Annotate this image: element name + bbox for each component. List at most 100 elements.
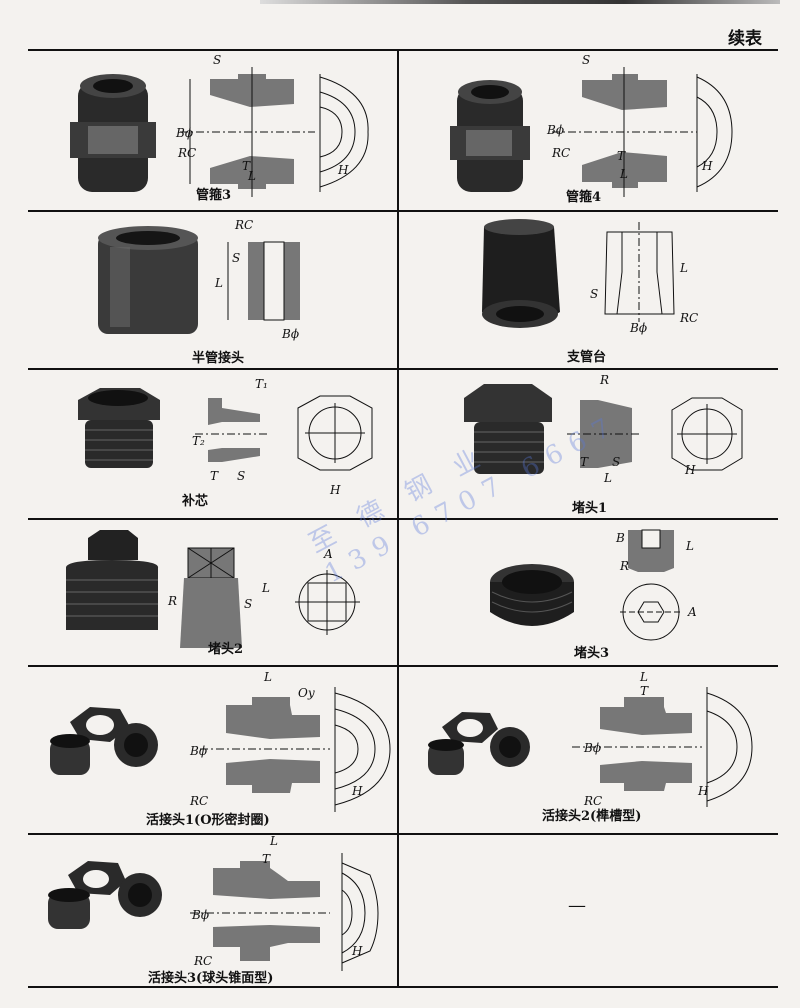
plug-1-figure: R T S L H bbox=[464, 373, 743, 485]
caption: 堵头3 bbox=[574, 646, 610, 661]
svg-text:L: L bbox=[619, 167, 628, 181]
svg-text:L: L bbox=[639, 670, 648, 684]
svg-text:Bϕ: Bϕ bbox=[175, 126, 193, 140]
svg-text:RC: RC bbox=[189, 794, 208, 808]
plug-3-photo bbox=[490, 564, 574, 626]
svg-text:L: L bbox=[261, 581, 270, 595]
svg-text:RC: RC bbox=[551, 146, 570, 160]
cell-union-2: L T Bϕ RC H 活接头2(榫槽型) bbox=[402, 667, 770, 833]
svg-text:T₂: T₂ bbox=[192, 434, 205, 448]
table-bottom-rule bbox=[28, 986, 778, 988]
caption: 堵头2 bbox=[208, 642, 244, 657]
svg-text:T: T bbox=[210, 469, 219, 483]
svg-text:Bϕ: Bϕ bbox=[546, 123, 564, 137]
svg-text:L: L bbox=[679, 261, 688, 275]
svg-text:Bϕ: Bϕ bbox=[629, 321, 647, 335]
cell-plug-2: R S L A 堵头2 bbox=[30, 520, 398, 665]
row-divider bbox=[28, 518, 778, 520]
svg-text:R: R bbox=[619, 559, 629, 573]
column-divider bbox=[397, 50, 399, 987]
union-2-drawing: L T Bϕ RC H bbox=[572, 670, 753, 808]
union-1-drawing: L Oy Bϕ RC H bbox=[189, 670, 391, 812]
caption: 支管台 bbox=[567, 350, 607, 365]
caption: 活接头3(球头锥面型) bbox=[148, 971, 274, 986]
svg-text:T: T bbox=[617, 149, 626, 163]
bushing-drawing: T₁ T₂ T S H bbox=[192, 377, 373, 497]
coupling-section-drawing: S Bϕ RC T L H bbox=[546, 53, 733, 197]
half-coupling-figure: RC S L Bϕ bbox=[98, 218, 300, 341]
half-coupling-photo bbox=[98, 226, 198, 334]
caption: 活接头1(O形密封圈) bbox=[146, 813, 270, 828]
svg-text:Bϕ: Bϕ bbox=[583, 741, 601, 755]
svg-text:L: L bbox=[269, 835, 278, 848]
svg-text:H: H bbox=[337, 163, 349, 177]
row-divider bbox=[28, 665, 778, 667]
svg-text:S: S bbox=[244, 597, 252, 611]
branch-outlet-figure: L S Bϕ RC bbox=[482, 219, 698, 335]
continued-table-label: 续表 bbox=[728, 29, 762, 49]
svg-text:Oy: Oy bbox=[298, 686, 315, 700]
svg-text:S: S bbox=[582, 53, 590, 67]
bushing-figure: T₁ T₂ T S H bbox=[78, 377, 373, 497]
svg-text:H: H bbox=[329, 483, 341, 497]
svg-text:T: T bbox=[640, 684, 649, 698]
cell-branch-outlet: L S Bϕ RC 支管台 bbox=[402, 212, 770, 368]
cell-coupling-3: S Bϕ RC T L H 管箍3 bbox=[30, 52, 398, 210]
union-2-figure: L T Bϕ RC H bbox=[428, 670, 753, 808]
svg-text:H: H bbox=[701, 159, 713, 173]
coupling-photo bbox=[450, 80, 530, 192]
branch-outlet-drawing: L S Bϕ RC bbox=[590, 222, 698, 335]
coupling-4-figure: S Bϕ RC T L H bbox=[450, 53, 733, 197]
row-divider bbox=[28, 833, 778, 835]
svg-text:RC: RC bbox=[177, 146, 196, 160]
branch-outlet-photo bbox=[482, 219, 560, 328]
cell-plug-3: B L R A 堵头3 bbox=[402, 520, 770, 665]
half-coupling-drawing: RC S L Bϕ bbox=[214, 218, 300, 341]
caption: 管箍4 bbox=[566, 190, 602, 205]
union-3-drawing: L T Bϕ RC H bbox=[190, 834, 379, 971]
bushing-photo bbox=[78, 388, 160, 468]
plug-3-figure: B L R A bbox=[490, 529, 697, 641]
caption: 半管接头 bbox=[192, 351, 245, 366]
union-3-figure: L T Bϕ RC H bbox=[48, 834, 379, 971]
svg-text:A: A bbox=[323, 547, 333, 561]
caption: 管箍3 bbox=[196, 188, 232, 203]
empty-dash: — bbox=[568, 895, 586, 916]
svg-text:L: L bbox=[247, 169, 256, 183]
svg-text:R: R bbox=[599, 373, 609, 387]
cell-coupling-4: S Bϕ RC T L H 管箍4 bbox=[402, 52, 770, 210]
plug-1-drawing: R T S L H bbox=[567, 373, 743, 485]
svg-text:RC: RC bbox=[234, 218, 253, 232]
cell-union-1: L Oy Bϕ RC H 活接头1(O形密封圈) bbox=[30, 667, 398, 833]
union-3-photo bbox=[48, 861, 162, 929]
coupling-photo bbox=[70, 74, 156, 192]
svg-text:H: H bbox=[684, 463, 696, 477]
svg-text:S: S bbox=[590, 287, 598, 301]
cell-empty: — bbox=[402, 835, 770, 986]
caption: 堵头1 bbox=[572, 501, 608, 516]
plug-3-drawing: B L R A bbox=[615, 529, 697, 641]
svg-text:B: B bbox=[615, 531, 625, 545]
caption: 补芯 bbox=[182, 494, 209, 509]
union-2-photo bbox=[428, 712, 530, 775]
svg-text:T: T bbox=[242, 159, 251, 173]
plug-2-photo bbox=[65, 530, 159, 630]
svg-text:RC: RC bbox=[583, 794, 602, 808]
svg-text:S: S bbox=[232, 251, 240, 265]
svg-text:RC: RC bbox=[679, 311, 698, 325]
svg-text:Bϕ: Bϕ bbox=[281, 327, 299, 341]
svg-text:H: H bbox=[351, 944, 363, 958]
cell-union-3: L T Bϕ RC H 活接头3(球头锥面型) bbox=[30, 834, 398, 986]
svg-text:H: H bbox=[351, 784, 363, 798]
row-divider bbox=[28, 210, 778, 212]
svg-text:S: S bbox=[237, 469, 245, 483]
union-1-figure: L Oy Bϕ RC H bbox=[50, 670, 391, 812]
svg-text:L: L bbox=[263, 670, 272, 684]
scan-edge bbox=[260, 0, 780, 4]
svg-text:Bϕ: Bϕ bbox=[189, 744, 207, 758]
cell-half-coupling: RC S L Bϕ 半管接头 bbox=[30, 212, 398, 368]
plug-2-figure: R S L A bbox=[65, 530, 360, 648]
coupling-3-figure: S Bϕ RC T L H bbox=[70, 53, 369, 197]
table-top-rule bbox=[28, 49, 778, 51]
